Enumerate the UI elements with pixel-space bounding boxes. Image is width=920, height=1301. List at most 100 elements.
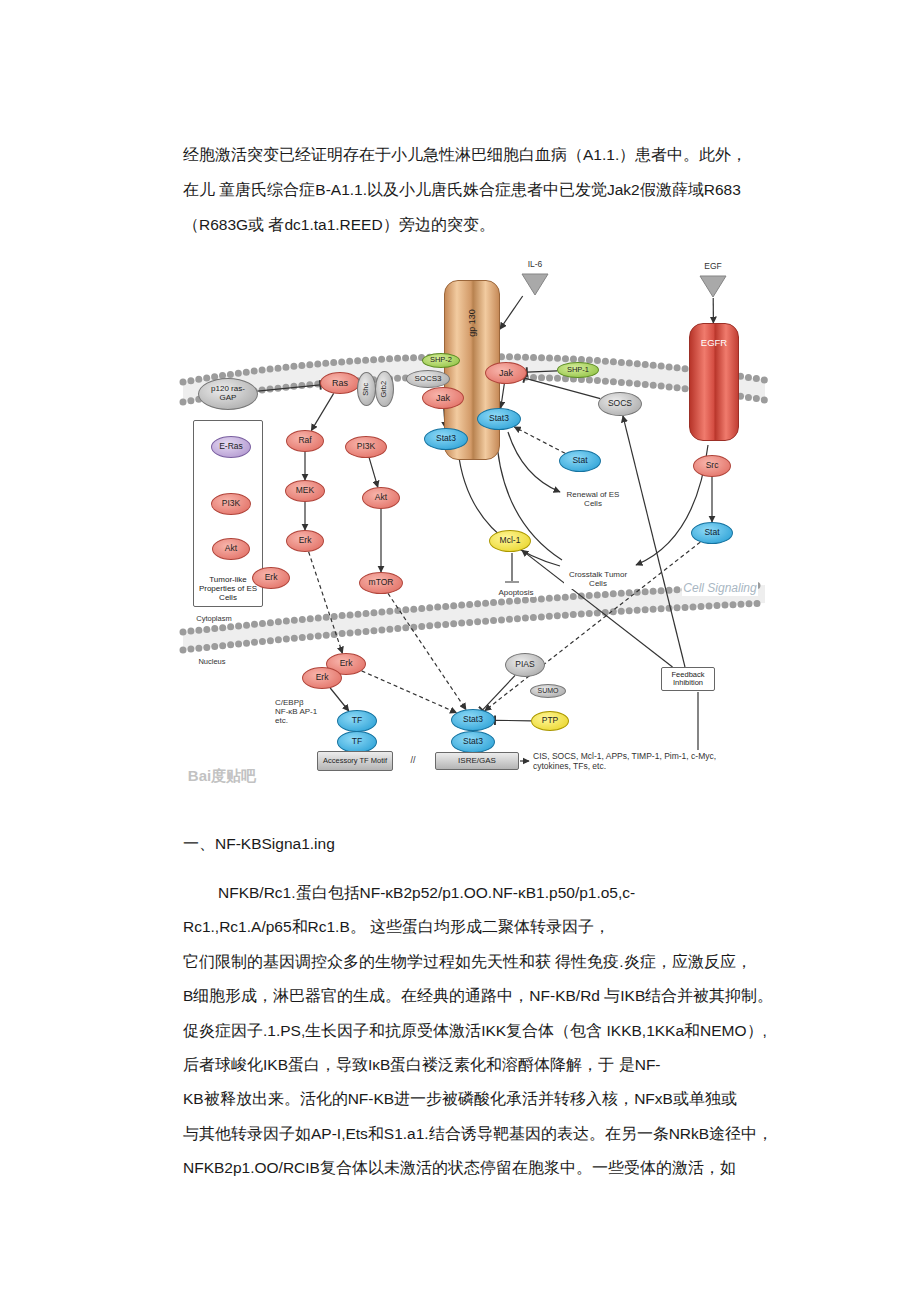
node-text: SHP-1: [567, 366, 589, 374]
node-text: SUMO: [538, 687, 559, 695]
protein-oval: Raf: [286, 430, 324, 452]
protein-oval: Akt: [212, 538, 250, 560]
protein-oval: Erk: [252, 567, 290, 589]
node-text: Stat3: [489, 414, 509, 424]
node-text: Stat3: [463, 737, 483, 747]
node-text: ISRE/GAS: [458, 757, 496, 766]
node-text: Akt: [225, 544, 237, 554]
node-text: MEK: [296, 486, 314, 496]
arrow-connector: [304, 452, 305, 480]
arrow-connector: [501, 384, 505, 408]
protein-oval: PTP: [531, 711, 569, 731]
node-text: p120 ras-GAP: [203, 385, 253, 403]
compartment-label: Cytoplasm: [195, 615, 232, 623]
protein-oval: PI3K: [211, 493, 251, 515]
protein-oval: Stat3: [451, 709, 495, 731]
node-text: IL-6: [528, 260, 543, 270]
node-text: Feedback Inhibition: [664, 671, 712, 688]
protein-oval: Erk: [302, 667, 342, 689]
node-text: Shc: [362, 383, 370, 396]
labelled-box: Feedback Inhibition: [661, 667, 715, 691]
protein-oval: Jak: [485, 362, 527, 384]
node-text: Erk: [316, 673, 329, 683]
protein-oval: Erk: [286, 530, 324, 552]
node-text: Ras: [332, 378, 348, 388]
protein-oval: Stat3: [477, 408, 521, 430]
paragraph: 经胞激活突变已经证明存在于小儿急性淋巴细胞白血病（A1.1.）患者中。此外，在儿…: [183, 137, 775, 242]
node-text: E-Ras: [219, 442, 243, 452]
arrow-connector: [311, 393, 333, 430]
ligand-triangle: IL-6: [518, 260, 552, 296]
node-text: SOCS3: [414, 375, 441, 384]
protein-oval: Akt: [362, 487, 400, 509]
node-text: Tumor-like Properties of ES Cells: [196, 576, 260, 603]
node-text: mTOR: [369, 578, 394, 588]
protein-oval: Shc: [357, 372, 376, 406]
protein-oval: Mcl-1: [489, 530, 531, 552]
node-text: Stat: [572, 456, 587, 466]
arrow-connector: [362, 671, 457, 713]
node-text: Erk: [340, 659, 353, 669]
inhibition-connector: [527, 371, 557, 372]
leader-line: [520, 760, 529, 761]
protein-oval: mTOR: [359, 572, 403, 594]
section-heading: 一、NF-KBSigna1.ing: [183, 832, 583, 856]
watermark: Cell Signaling: [682, 582, 757, 595]
leader-line: [697, 692, 698, 750]
inhibition-line: [505, 553, 519, 582]
leader-line: [508, 432, 560, 492]
arrow-connector: [369, 458, 378, 487]
node-text: Jak: [436, 393, 450, 403]
arrow-connector: [388, 593, 466, 709]
nuclear-membrane-heads: [183, 603, 765, 650]
arrow-connector: [711, 477, 712, 522]
arrow-connector: [522, 550, 673, 667]
labelled-box: Accessory TF Motif: [317, 751, 393, 771]
labelled-box: ISRE/GAS: [435, 752, 519, 770]
protein-oval: Jak: [422, 387, 464, 409]
figure-ground: [180, 240, 770, 790]
node-text: Accessory TF Motif: [323, 757, 387, 765]
nuclear-membrane-band: [183, 585, 765, 650]
arrow-connector: [330, 688, 349, 711]
node-text: EGF: [704, 262, 721, 272]
paragraph: NFKB/Rc1.蛋白包括NF-κB2p52/p1.OO.NF-κB1.p50/…: [183, 876, 775, 1186]
figure-note: Apoptosis: [497, 589, 534, 598]
protein-oval: E-Ras: [211, 436, 251, 458]
watermark: Bai度贴吧: [187, 768, 257, 785]
node-text: Grb2: [380, 381, 388, 398]
arrow-connector: [623, 416, 685, 667]
triangle-outline: [700, 276, 726, 297]
node-text: PTP: [542, 716, 559, 726]
protein-oval: PI3K: [345, 436, 387, 458]
figure-note: C/EBPβ NF-κB AP-1 etc.: [274, 699, 320, 726]
node-text: PI3K: [222, 499, 240, 509]
protein-oval: SUMO: [530, 684, 566, 698]
node-text: Src: [706, 461, 719, 471]
inhibition-connector: [482, 675, 515, 710]
node-text: PIAS: [515, 660, 534, 670]
node-text: SHP-2: [430, 356, 452, 364]
node-text: Stat3: [463, 715, 483, 725]
protein-oval: p120 ras-GAP: [198, 378, 258, 410]
node-text: Raf: [298, 436, 311, 446]
protein-oval: SHP-2: [422, 353, 460, 368]
node-text: Akt: [375, 493, 387, 503]
arrow-connector: [514, 427, 565, 453]
protein-oval: Grb2: [375, 371, 394, 407]
protein-oval: SHP-1: [557, 362, 599, 378]
node-text: EGFR: [701, 338, 727, 349]
node-text: Stat3: [436, 434, 456, 444]
protein-oval: Stat: [559, 450, 601, 472]
node-text: Jak: [499, 368, 513, 378]
arrow-connector: [500, 296, 523, 329]
protein-oval: SOCS3: [406, 370, 450, 388]
node-text: Mcl-1: [500, 536, 521, 546]
nuclear-membrane-heads: [183, 585, 765, 632]
ligand-triangle: EGF: [696, 262, 730, 298]
protein-oval: Src: [693, 455, 731, 477]
protein-oval: MEK: [285, 480, 325, 502]
gene-list: CIS, SOCS, Mcl-1, APPs, TIMP-1, Pim-1, c…: [532, 752, 749, 772]
node-text: Erk: [299, 536, 312, 546]
